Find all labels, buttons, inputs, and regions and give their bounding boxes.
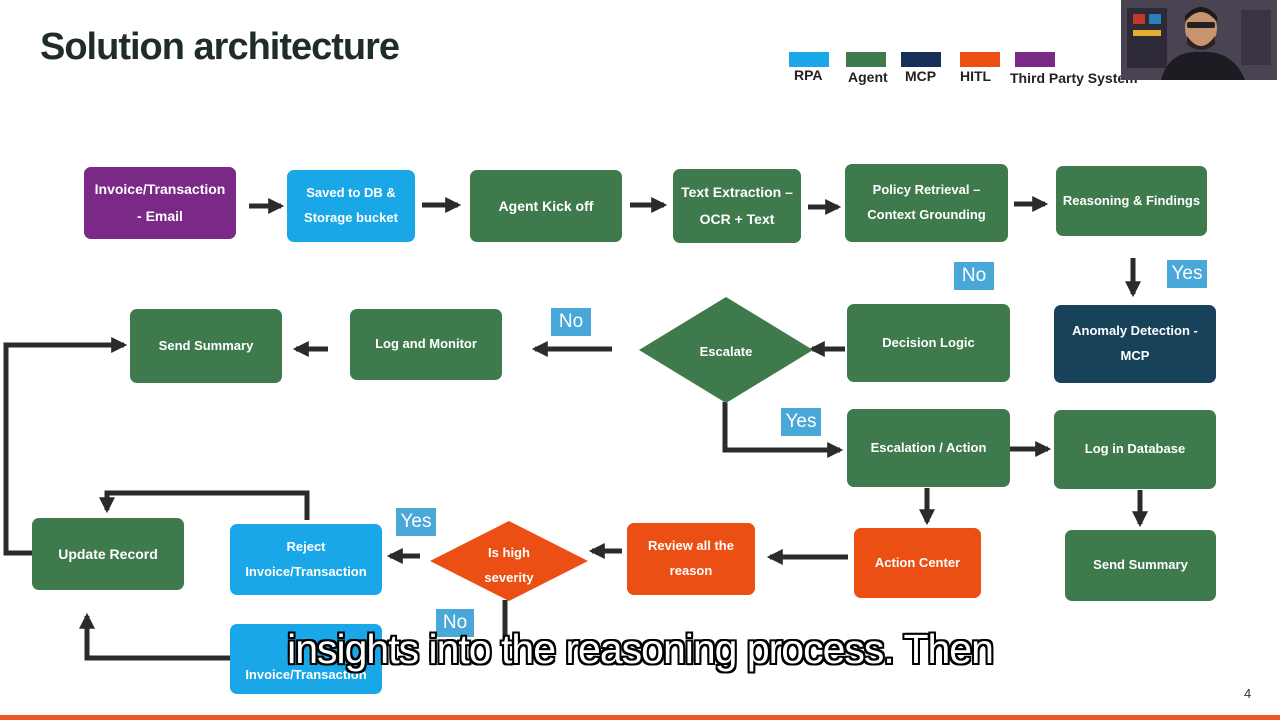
node-anomaly-detection-label: Anomaly Detection - MCP bbox=[1072, 323, 1198, 363]
node-send-summary-right-label: Send Summary bbox=[1093, 557, 1188, 573]
node-saved-db: Saved to DB & Storage bucket bbox=[287, 170, 415, 242]
node-invoice-email: Invoice/Transaction - Email bbox=[84, 167, 236, 239]
node-agent-kickoff: Agent Kick off bbox=[470, 170, 622, 242]
node-invoice-email-label: Invoice/Transaction - Email bbox=[94, 181, 226, 224]
legend-swatch-rpa bbox=[789, 52, 829, 67]
tag-no-decision: No bbox=[954, 262, 994, 290]
node-escalation-action-label: Escalation / Action bbox=[870, 439, 987, 455]
node-review-reason-label: Review all the reason bbox=[648, 538, 734, 578]
node-send-summary-top: Send Summary bbox=[130, 309, 282, 383]
legend-swatch-hitl bbox=[960, 52, 1000, 67]
node-update-record-label: Update Record bbox=[58, 545, 158, 562]
node-reasoning: Reasoning & Findings bbox=[1056, 166, 1207, 236]
node-log-monitor: Log and Monitor bbox=[350, 309, 502, 380]
node-send-summary-right: Send Summary bbox=[1065, 530, 1216, 601]
legend-label-third-party: Third Party System bbox=[1010, 70, 1138, 86]
node-reject: Reject Invoice/Transaction bbox=[230, 524, 382, 595]
node-log-database: Log in Database bbox=[1054, 410, 1216, 489]
node-policy-retrieval-label: Policy Retrieval – Context Grounding bbox=[867, 182, 986, 222]
tag-yes-escalate: Yes bbox=[781, 408, 821, 436]
legend-swatch-agent bbox=[846, 52, 886, 67]
legend-label-agent: Agent bbox=[848, 69, 888, 85]
webcam-overlay bbox=[1121, 0, 1277, 80]
subtitle-caption: insights into the reasoning process. The… bbox=[287, 626, 994, 672]
node-approve: Invoice/Transaction bbox=[230, 624, 382, 694]
node-text-extraction-label: Text Extraction – OCR + Text bbox=[681, 184, 793, 227]
tag-no-escalate: No bbox=[551, 308, 591, 336]
presenter-video bbox=[1121, 0, 1277, 80]
tag-no-severity: No bbox=[436, 609, 474, 637]
tag-yes-severity: Yes bbox=[396, 508, 436, 536]
node-decision-logic-label: Decision Logic bbox=[882, 334, 975, 350]
page-number: 4 bbox=[1244, 686, 1252, 701]
legend-swatch-third-party bbox=[1015, 52, 1055, 67]
node-agent-kickoff-label: Agent Kick off bbox=[498, 197, 594, 214]
node-decision-logic: Decision Logic bbox=[847, 304, 1010, 382]
severity-diamond bbox=[430, 521, 588, 601]
node-log-database-label: Log in Database bbox=[1084, 441, 1186, 457]
escalate-diamond-label: Escalate bbox=[699, 344, 753, 359]
bottom-accent-bar bbox=[0, 715, 1280, 720]
severity-diamond-label: Is high severity bbox=[484, 545, 534, 585]
node-escalation-action: Escalation / Action bbox=[847, 409, 1010, 487]
node-log-monitor-label: Log and Monitor bbox=[375, 336, 477, 352]
legend-swatch-mcp bbox=[901, 52, 941, 67]
node-action-center: Action Center bbox=[854, 528, 981, 598]
arrow-approve-to-update bbox=[78, 612, 270, 661]
node-reasoning-label: Reasoning & Findings bbox=[1062, 192, 1201, 208]
arrow-escalate-to-action bbox=[722, 402, 844, 459]
node-send-summary-top-label: Send Summary bbox=[158, 337, 254, 353]
legend-label-rpa: RPA bbox=[794, 67, 823, 83]
node-action-center-label: Action Center bbox=[874, 554, 961, 570]
arrow-update-to-summary bbox=[3, 336, 128, 556]
node-anomaly-detection: Anomaly Detection - MCP bbox=[1054, 305, 1216, 383]
tag-yes-anomaly: Yes bbox=[1167, 260, 1207, 288]
node-reject-label: Reject Invoice/Transaction bbox=[245, 538, 367, 579]
node-text-extraction: Text Extraction – OCR + Text bbox=[673, 169, 801, 243]
slide-title: Solution architecture bbox=[40, 26, 400, 68]
arrow-reject-to-update bbox=[98, 490, 310, 520]
node-update-record: Update Record bbox=[32, 518, 184, 590]
legend-label-mcp: MCP bbox=[905, 68, 937, 84]
escalate-diamond bbox=[639, 297, 813, 403]
node-saved-db-label: Saved to DB & Storage bucket bbox=[304, 185, 398, 225]
legend-label-hitl: HITL bbox=[960, 68, 992, 84]
node-review-reason: Review all the reason bbox=[627, 523, 755, 595]
node-policy-retrieval: Policy Retrieval – Context Grounding bbox=[845, 164, 1008, 242]
node-approve-label: Invoice/Transaction bbox=[245, 667, 367, 683]
